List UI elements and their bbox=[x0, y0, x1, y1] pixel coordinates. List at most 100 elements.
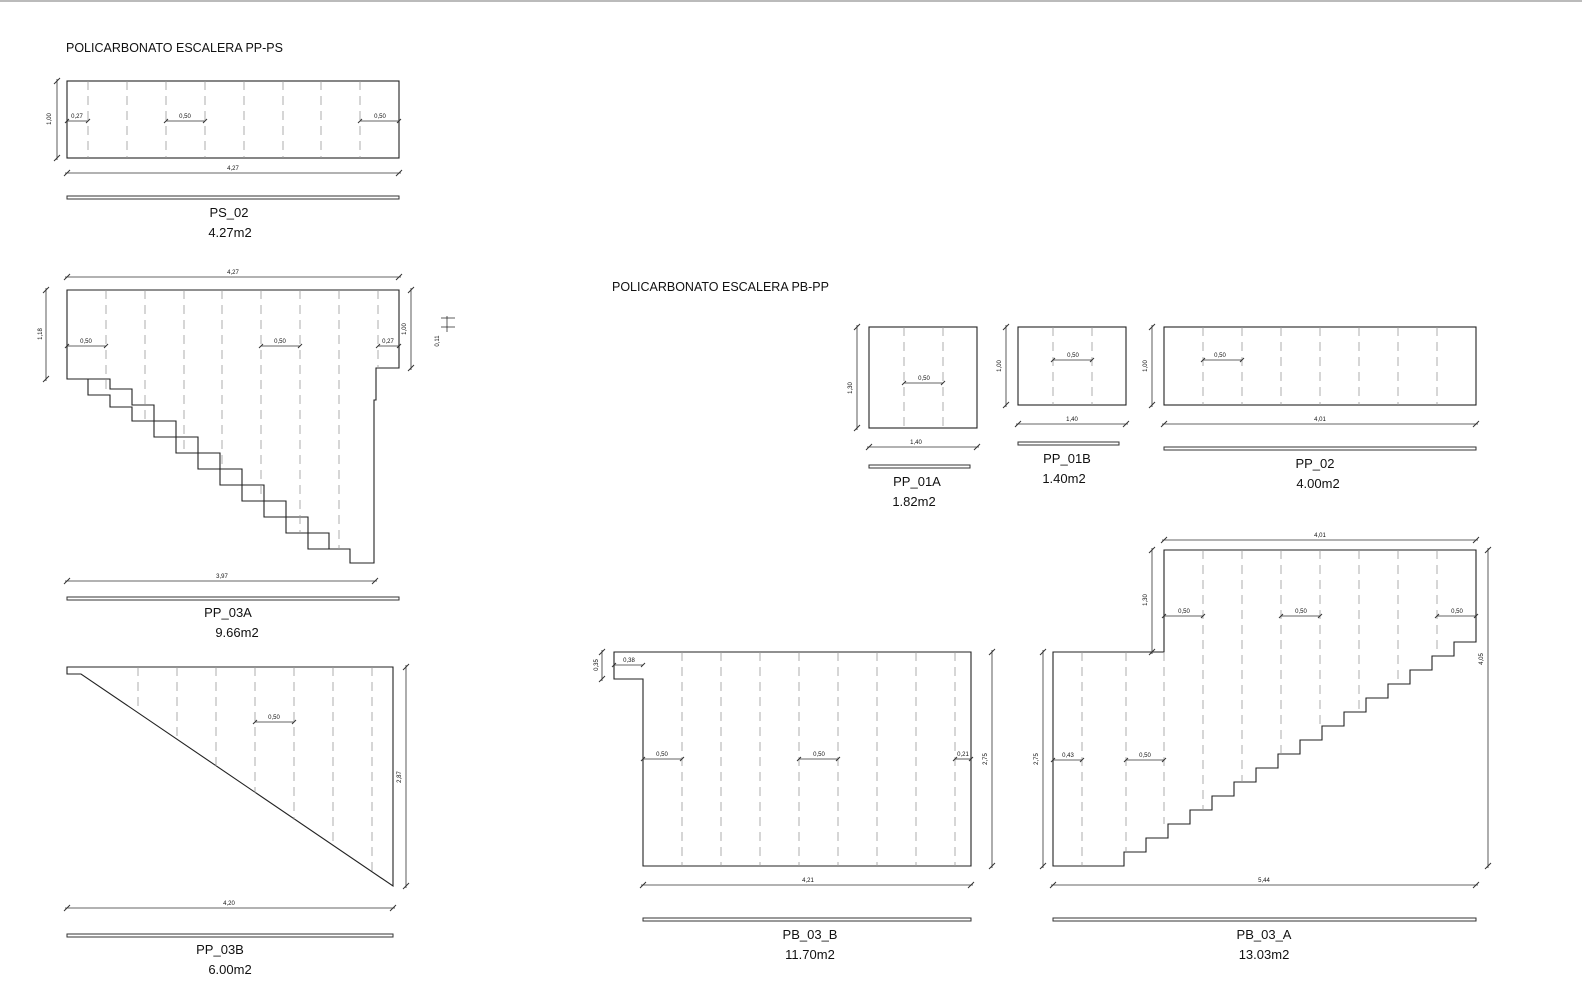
dimension-segment-e: 0,50 bbox=[1123, 753, 1167, 763]
svg-text:3,97: 3,97 bbox=[216, 574, 228, 580]
panel-area: 4.00m2 bbox=[1296, 476, 1339, 491]
panel-outline bbox=[868, 326, 978, 429]
dimension-bottom: 4,20 bbox=[63, 901, 397, 912]
label-bar bbox=[1052, 917, 1477, 922]
dimension-segment-a: 0,50 bbox=[64, 339, 109, 349]
dimension-notch-width: 0,38 bbox=[611, 658, 646, 668]
module-lines bbox=[87, 81, 361, 158]
panel-outline bbox=[1017, 326, 1127, 406]
dimension-segment-c: 0,50 bbox=[1434, 609, 1479, 619]
dimension-width: 1,40 bbox=[1014, 417, 1130, 428]
svg-text:5,44: 5,44 bbox=[1258, 878, 1270, 884]
dimension-segment-a: 0,50 bbox=[1050, 353, 1095, 363]
panel-pp-03b: 0,50 2,87 4,20 PP_03B 6.00m2 bbox=[63, 663, 410, 977]
svg-text:1,30: 1,30 bbox=[848, 382, 854, 394]
dimension-segment-a: 0,50 bbox=[252, 715, 297, 725]
panel-outline bbox=[1052, 549, 1477, 867]
dimension-width: 5,44 bbox=[1049, 878, 1480, 889]
panel-area: 9.66m2 bbox=[215, 625, 258, 640]
svg-text:1,30: 1,30 bbox=[1143, 594, 1149, 606]
dimension-width: 4,01 bbox=[1160, 417, 1480, 428]
panel-name: PB_03_B bbox=[783, 927, 838, 942]
svg-text:0,21: 0,21 bbox=[957, 752, 969, 758]
panel-outline bbox=[66, 666, 394, 888]
svg-text:0,27: 0,27 bbox=[382, 339, 394, 345]
label-bar bbox=[868, 464, 971, 469]
dimension-segment-a: 0,50 bbox=[1200, 353, 1245, 363]
panel-area: 6.00m2 bbox=[208, 962, 251, 977]
dimension-segment-a: 0,27 bbox=[64, 114, 91, 124]
svg-text:4,21: 4,21 bbox=[802, 878, 814, 884]
section-title-pb-pp: POLICARBONATO ESCALERA PB-PP bbox=[612, 280, 829, 294]
svg-text:1,00: 1,00 bbox=[402, 323, 408, 335]
dimension-segment-a: 0,50 bbox=[901, 376, 946, 386]
label-bar bbox=[66, 596, 400, 601]
label-bar bbox=[1163, 446, 1477, 451]
panel-area: 4.27m2 bbox=[208, 225, 251, 240]
panel-area: 11.70m2 bbox=[785, 947, 835, 962]
module-lines bbox=[1202, 327, 1438, 405]
panel-area: 13.03m2 bbox=[1239, 947, 1290, 962]
panel-pp-01b: 1,00 0,50 1,40 PP_01B 1.40m2 bbox=[997, 323, 1130, 486]
svg-text:4,05: 4,05 bbox=[1479, 653, 1485, 665]
svg-text:0,50: 0,50 bbox=[268, 715, 280, 721]
dimension-segment-c: 0,27 bbox=[375, 339, 402, 349]
dimension-right: 4,05 bbox=[1479, 546, 1492, 870]
panel-name: PP_02 bbox=[1295, 456, 1334, 471]
svg-text:1,40: 1,40 bbox=[910, 440, 922, 446]
dimension-segment-b: 0,50 bbox=[258, 339, 303, 349]
dimension-notch-height: 0,35 bbox=[594, 648, 606, 683]
panel-outline bbox=[613, 651, 972, 867]
panel-pp-03a: 4,27 1,18 1,00 0,11 0,50 0,50 bbox=[38, 270, 455, 640]
panel-name: PP_03A bbox=[204, 605, 252, 620]
stair-edge bbox=[67, 378, 329, 550]
dimension-height: 2,75 bbox=[983, 648, 996, 870]
svg-text:0,50: 0,50 bbox=[1214, 353, 1226, 359]
svg-text:1,00: 1,00 bbox=[997, 360, 1003, 372]
svg-text:0,50: 0,50 bbox=[374, 114, 386, 120]
svg-text:0,50: 0,50 bbox=[179, 114, 191, 120]
dimension-left: 1,18 bbox=[38, 286, 50, 383]
svg-text:4,20: 4,20 bbox=[223, 901, 235, 907]
panel-pb-03-b: 0,35 0,38 0,50 0,50 0,21 2,75 bbox=[594, 648, 996, 962]
svg-text:0,50: 0,50 bbox=[918, 376, 930, 382]
panel-outline bbox=[66, 80, 400, 159]
svg-text:0,50: 0,50 bbox=[1067, 353, 1079, 359]
svg-text:0,38: 0,38 bbox=[623, 658, 635, 664]
svg-text:0,50: 0,50 bbox=[1178, 609, 1190, 615]
dimension-segment-a: 0,50 bbox=[1161, 609, 1206, 619]
panel-name: PP_01A bbox=[893, 474, 941, 489]
module-lines bbox=[137, 667, 373, 874]
panel-name: PB_03_A bbox=[1237, 927, 1292, 942]
svg-text:0,50: 0,50 bbox=[1139, 753, 1151, 759]
panel-pp-01a: 1,30 0,50 1,40 PP_01A 1.82m2 bbox=[848, 323, 981, 509]
svg-text:2,87: 2,87 bbox=[397, 771, 403, 783]
dimension-right: 2,87 bbox=[397, 663, 410, 890]
svg-text:4,01: 4,01 bbox=[1314, 417, 1326, 423]
svg-text:0,35: 0,35 bbox=[594, 659, 600, 671]
panel-outline bbox=[66, 289, 400, 564]
panel-ps-02: 1,00 0,27 0,50 0,50 4,27 PS_02 4.27m2 bbox=[47, 77, 403, 240]
panel-name: PP_01B bbox=[1043, 451, 1091, 466]
svg-text:1,40: 1,40 bbox=[1066, 417, 1078, 423]
panel-name: PP_03B bbox=[196, 942, 244, 957]
dimension-segment-d: 0,43 bbox=[1050, 753, 1085, 763]
dimension-segment-a: 0,50 bbox=[640, 752, 685, 762]
dimension-segment-b: 0,50 bbox=[1278, 609, 1323, 619]
dimension-right: 1,00 bbox=[402, 286, 415, 372]
panel-area: 1.40m2 bbox=[1042, 471, 1085, 486]
dimension-left: 2,75 bbox=[1034, 648, 1047, 870]
svg-text:4,27: 4,27 bbox=[227, 270, 239, 276]
dimension-width: 4,21 bbox=[639, 878, 975, 889]
svg-text:0,50: 0,50 bbox=[274, 339, 286, 345]
dimension-top: 4,01 bbox=[1160, 533, 1480, 544]
dimension-segment-b: 0,50 bbox=[163, 114, 208, 124]
svg-text:1,00: 1,00 bbox=[1143, 360, 1149, 372]
svg-text:4,01: 4,01 bbox=[1314, 533, 1326, 539]
svg-text:0,27: 0,27 bbox=[71, 114, 83, 120]
dimension-height: 1,30 bbox=[848, 323, 861, 432]
svg-text:0,11: 0,11 bbox=[435, 335, 441, 347]
svg-text:0,50: 0,50 bbox=[813, 752, 825, 758]
svg-text:4,27: 4,27 bbox=[227, 166, 239, 172]
